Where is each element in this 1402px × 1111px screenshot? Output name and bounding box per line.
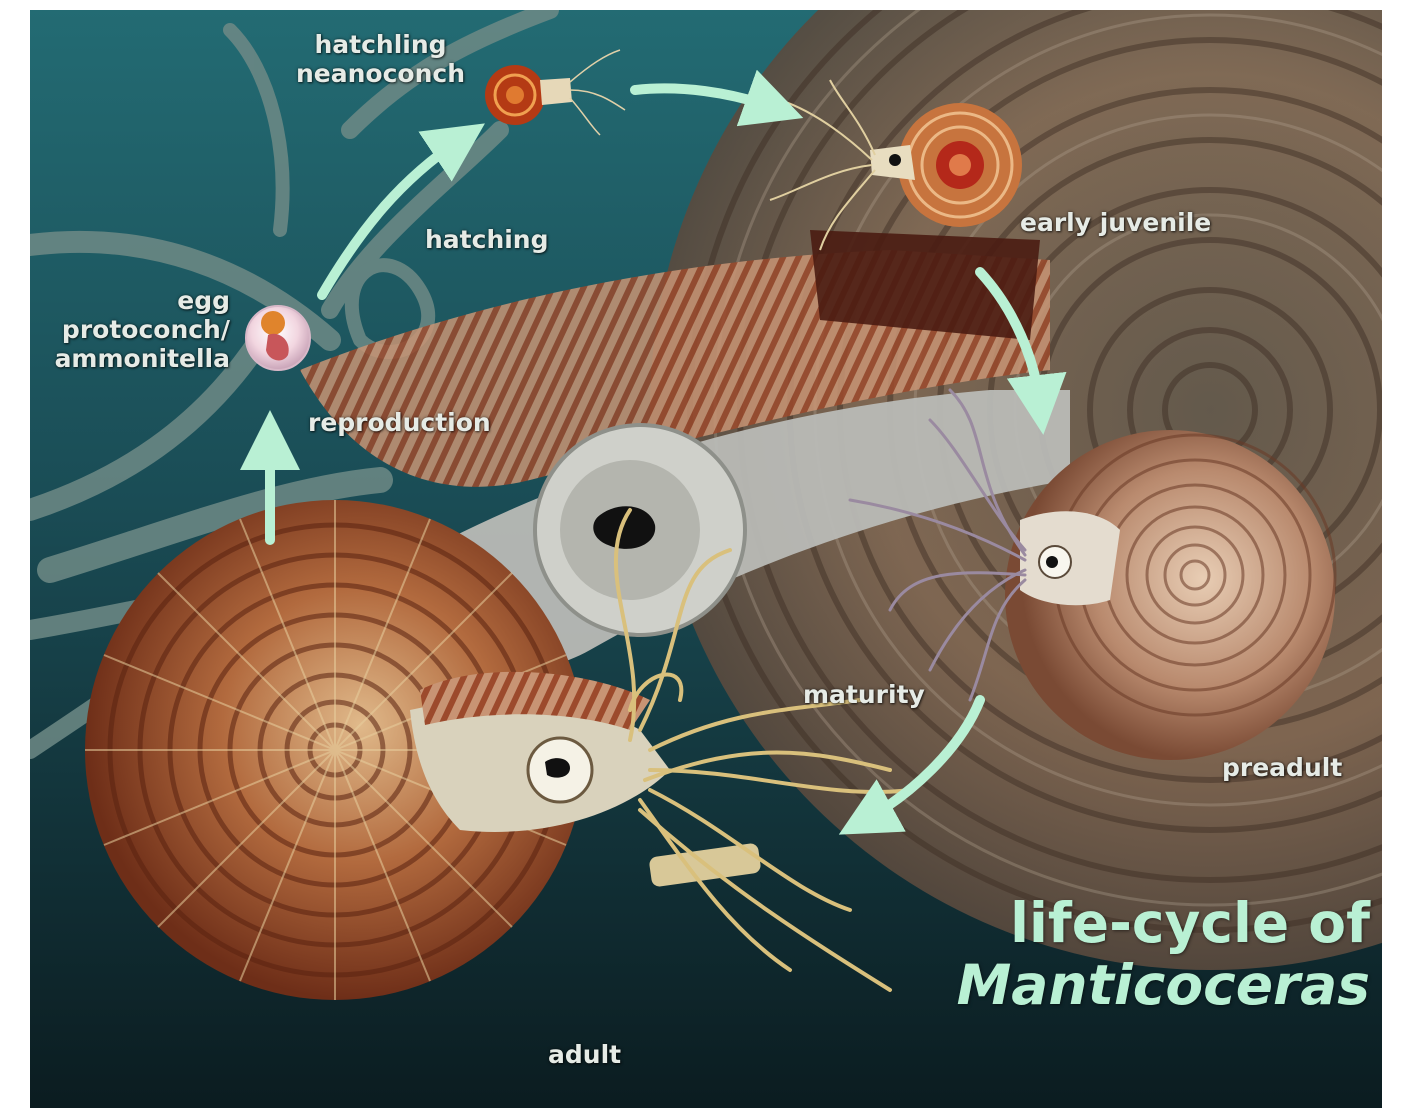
illustration-canvas xyxy=(30,10,1382,1108)
preadult-ammonite xyxy=(1005,430,1337,760)
label-maturity: maturity xyxy=(803,680,925,709)
label-egg-line2: protoconch/ xyxy=(61,315,230,344)
label-adult: adult xyxy=(548,1040,622,1069)
label-hatchling-line2: neanoconch xyxy=(295,59,465,88)
preadult-tentacles xyxy=(848,388,1027,702)
adult-ammonite xyxy=(85,500,761,1000)
background-giant-body xyxy=(300,230,1070,672)
cycle-arrow-icon xyxy=(240,69,1067,835)
title-line1: life-cycle of xyxy=(1010,891,1370,955)
label-egg-line1: egg xyxy=(177,286,230,315)
label-hatching: hatching xyxy=(425,225,549,254)
egg-icon xyxy=(245,305,311,371)
hatchling-ammonite xyxy=(485,49,626,136)
early-juvenile-ammonite xyxy=(870,103,1022,227)
label-egg: egg protoconch/ ammonitella xyxy=(40,286,230,373)
label-egg-line3: ammonitella xyxy=(54,344,230,373)
label-hatchling: hatchling neanoconch xyxy=(288,30,473,88)
title-line2: Manticoceras xyxy=(956,953,1370,1017)
label-reproduction: reproduction xyxy=(308,408,491,437)
label-early-juvenile: early juvenile xyxy=(1020,208,1212,237)
label-hatchling-line1: hatchling xyxy=(314,30,447,59)
adult-tentacles xyxy=(614,508,912,992)
label-preadult: preadult xyxy=(1222,753,1343,782)
diagram-title: life-cycle of Manticoceras xyxy=(930,892,1370,1016)
life-cycle-illustration: hatchling neanoconch hatching egg protoc… xyxy=(30,10,1382,1108)
